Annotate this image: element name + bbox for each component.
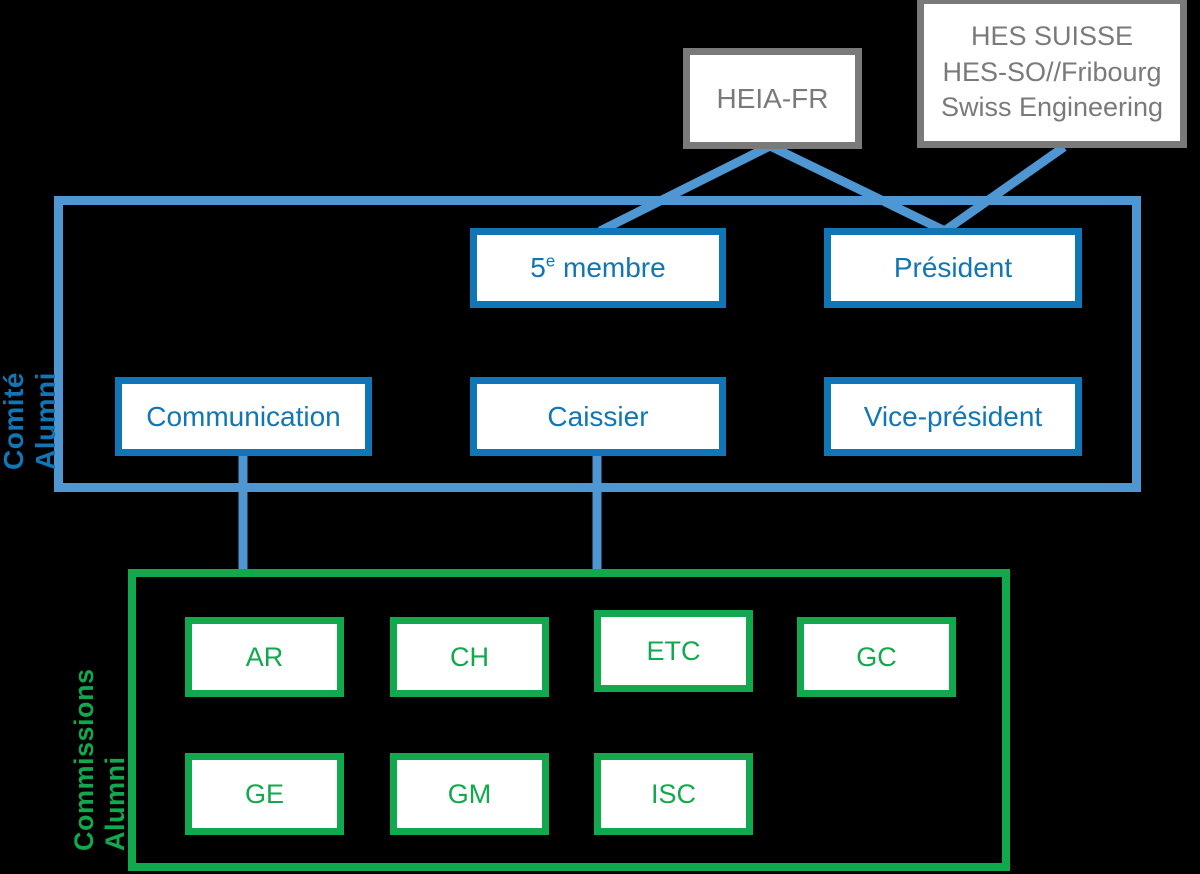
node-commission-ar: AR	[185, 617, 344, 697]
5e-base: 5	[530, 252, 546, 284]
heia-fr-label: HEIA-FR	[716, 82, 829, 114]
commission-ch-label: CH	[450, 641, 489, 672]
comite-alumni-frame	[54, 196, 1141, 492]
heia-fr-box: HEIA-FR	[683, 48, 862, 149]
node-5e-membre-label: 5e membre	[530, 251, 665, 285]
commission-gm-label: GM	[447, 778, 492, 809]
commission-etc-label: ETC	[646, 635, 701, 666]
node-communication-label: Communication	[146, 400, 341, 432]
connector-heia-to-5e-membre	[597, 141, 773, 236]
commission-ge-label: GE	[244, 778, 284, 809]
node-vice-president-label: Vice-président	[863, 400, 1043, 432]
node-president-label: Président	[893, 252, 1013, 284]
node-caissier-label: Caissier	[547, 400, 649, 432]
node-commission-isc: ISC	[594, 753, 753, 835]
commission-gc-label: GC	[856, 641, 897, 672]
commissions-alumni-frame	[128, 569, 1010, 871]
node-vice-president: Vice-président	[824, 377, 1082, 456]
hes-suisse-line1: HES SUISSE	[970, 20, 1134, 51]
connector-hes-to-president	[940, 143, 1067, 236]
node-communication: Communication	[115, 377, 372, 456]
comite-alumni-group-label: Comité Alumni	[0, 372, 61, 470]
node-commission-ge: GE	[185, 753, 344, 835]
node-caissier: Caissier	[470, 377, 726, 456]
5e-rest: membre	[555, 252, 666, 284]
node-commission-gc: GC	[797, 617, 956, 697]
hes-suisse-line2: HES-SO//Fribourg	[942, 56, 1162, 87]
node-commission-ch: CH	[390, 617, 549, 697]
5e-superscript: e	[545, 251, 556, 271]
node-commission-gm: GM	[390, 753, 549, 835]
commissions-alumni-group-label: Commissions Alumni	[69, 668, 130, 851]
commission-ar-label: AR	[245, 641, 284, 672]
commission-isc-label: ISC	[650, 778, 696, 809]
hes-suisse-box: HES SUISSE HES-SO//Fribourg Swiss Engine…	[917, 0, 1187, 148]
connector-heia-to-president	[768, 141, 949, 237]
node-5e-membre: 5e membre	[470, 228, 726, 308]
node-president: Président	[824, 228, 1082, 308]
hes-suisse-label: HES SUISSE HES-SO//Fribourg Swiss Engine…	[941, 19, 1163, 127]
node-commission-etc: ETC	[594, 610, 753, 692]
hes-suisse-line3: Swiss Engineering	[940, 92, 1164, 123]
